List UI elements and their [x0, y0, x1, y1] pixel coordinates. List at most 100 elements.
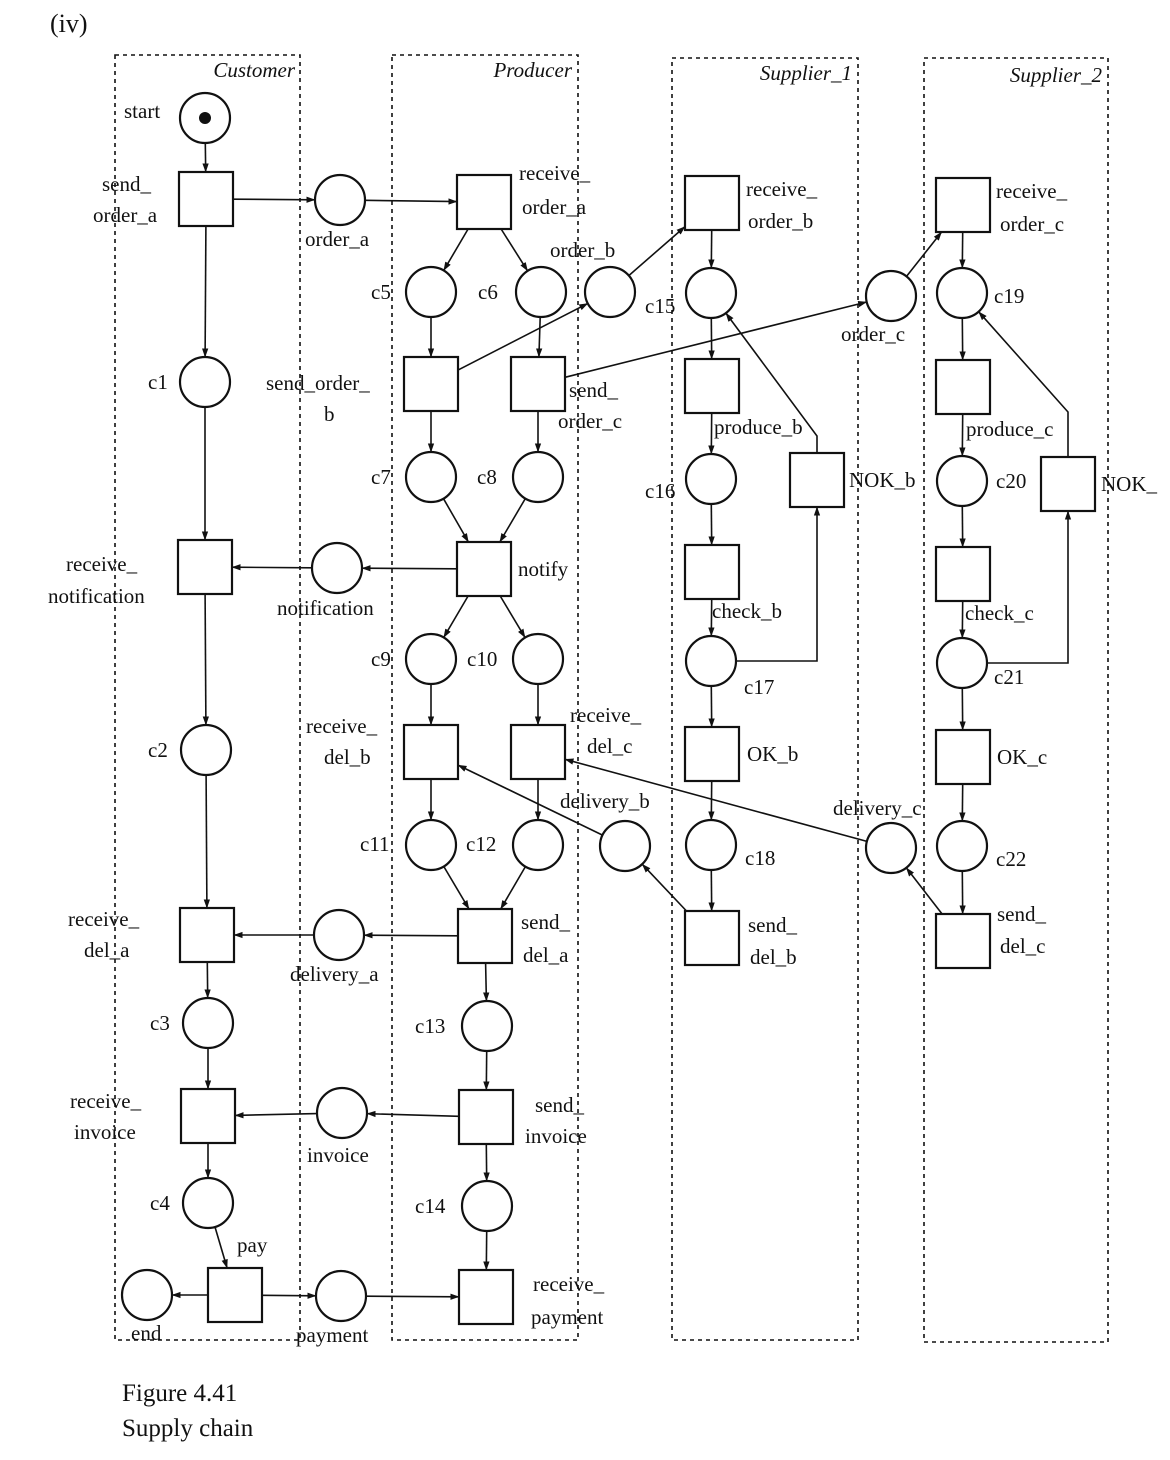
arc-c8-to-notify [499, 498, 526, 543]
place-label-order-b: order_b [550, 238, 615, 262]
place-label-c15: c15 [645, 294, 675, 318]
place-label-c8: c8 [477, 465, 497, 489]
place-c9 [404, 632, 458, 686]
transition-label-receive-del-c: receive_ [570, 703, 642, 727]
transition-label-produce-c: produce_c [966, 417, 1053, 441]
transition-NOK-b [788, 451, 846, 509]
transition-NOK-c [1039, 455, 1097, 513]
transition-label-send-order-c: order_c [558, 409, 622, 433]
transition-label-receive-order-c: order_c [1000, 212, 1064, 236]
transition-label-NOK-c: NOK_ [1101, 472, 1157, 496]
place-c19 [935, 266, 989, 320]
transition-label-receive-notification: receive_ [66, 552, 138, 576]
place-label-c22: c22 [996, 847, 1026, 871]
place-label-c4: c4 [150, 1191, 170, 1215]
transition-label-check-c: check_c [965, 601, 1034, 625]
transition-label-send-del-b: send_ [748, 913, 797, 937]
transition-label-OK-b: OK_b [747, 742, 798, 766]
place-label-c7: c7 [371, 465, 391, 489]
transition-label-receive-del-a: receive_ [68, 907, 140, 931]
transition-label-send-del-a: send_ [521, 910, 570, 934]
transition-label-notify: notify [518, 557, 569, 581]
place-label-c9: c9 [371, 647, 391, 671]
transition-label-NOK-b: NOK_b [849, 468, 916, 492]
transition-OK-c [934, 728, 992, 786]
transition-receive-del-b [402, 723, 460, 781]
arc-order-a-to-receive-order-a [364, 198, 458, 205]
transition-label-receive-order-c: receive_ [996, 179, 1068, 203]
transition-receive-order-c [934, 176, 992, 234]
arc-c21-to-NOK-c [987, 510, 1072, 664]
arc-c2-to-receive-del-a [203, 774, 210, 909]
transition-label-check-b: check_b [712, 599, 782, 623]
lane-title-supplier-2: Supplier_2 [1010, 63, 1103, 87]
transition-receive-del-c [509, 723, 567, 781]
arc-c11-to-send-del-a [443, 866, 470, 910]
transition-label-receive-order-b: receive_ [746, 177, 818, 201]
place-payment [314, 1269, 368, 1323]
transition-notify [455, 540, 513, 598]
transition-label-send-order-c: send_ [569, 378, 618, 402]
place-c8 [511, 450, 565, 504]
arc-receive-order-a-to-c6 [500, 228, 529, 272]
transition-label-receive-del-c: del_c [587, 734, 632, 758]
transition-check-c [934, 545, 992, 603]
place-delivery-c [864, 821, 918, 875]
place-c3 [181, 996, 235, 1050]
place-label-order-a: order_a [305, 227, 370, 251]
place-c1 [178, 355, 232, 409]
lane-title-producer: Producer [492, 58, 572, 82]
transition-label-produce-b: produce_b [714, 415, 803, 439]
transition-send-order-a [177, 170, 235, 228]
transition-produce-b [683, 357, 741, 415]
place-label-delivery-a: delivery_a [290, 962, 379, 986]
arc-c7-to-notify [442, 498, 470, 543]
place-order-a [313, 173, 367, 227]
place-c17 [684, 634, 738, 688]
transition-OK-b [683, 725, 741, 783]
arc-invoice-to-receive-invoice [234, 1112, 318, 1119]
arc-payment-to-receive-payment [365, 1293, 460, 1300]
transition-receive-order-b [683, 174, 741, 232]
arc-delivery-b-to-receive-del-b [457, 764, 603, 836]
lane-producer [391, 54, 579, 1341]
transition-receive-del-a [178, 906, 236, 964]
transition-produce-c [934, 358, 992, 416]
lane-title-customer: Customer [213, 58, 296, 82]
transition-label-OK-c: OK_c [997, 745, 1047, 769]
place-label-c19: c19 [994, 284, 1024, 308]
transition-label-receive-invoice: invoice [74, 1120, 136, 1144]
transition-label-receive-invoice: receive_ [70, 1089, 142, 1113]
transition-send-del-c [934, 912, 992, 970]
place-notification [310, 541, 364, 595]
transition-check-b [683, 543, 741, 601]
place-c12 [511, 818, 565, 872]
arc-order-c-to-receive-order-c [905, 231, 943, 277]
place-label-c16: c16 [645, 479, 675, 503]
figure-title: Supply chain [122, 1415, 254, 1442]
place-c4 [181, 1176, 235, 1230]
arc-send-del-a-to-delivery-a [363, 932, 459, 939]
arc-send-del-c-to-delivery-c [905, 867, 943, 915]
transition-label-receive-payment: receive_ [533, 1272, 605, 1296]
arc-send-order-a-to-order-a [232, 196, 316, 203]
place-end [120, 1268, 174, 1322]
place-c18 [684, 818, 738, 872]
transition-label-send-order-b: b [324, 402, 335, 426]
arc-c4-to-pay [214, 1226, 228, 1269]
transition-label-send-invoice: invoice [525, 1124, 587, 1148]
place-c20 [935, 454, 989, 508]
place-label-c14: c14 [415, 1194, 446, 1218]
place-label-delivery-c: delivery_c [833, 796, 922, 820]
place-label-invoice: invoice [307, 1143, 369, 1167]
transition-receive-payment [457, 1268, 515, 1326]
arc-send-del-a-to-c13 [483, 962, 490, 1002]
lane-title-supplier-1: Supplier_1 [760, 61, 852, 85]
transition-send-del-b [683, 909, 741, 967]
place-label-c13: c13 [415, 1014, 445, 1038]
place-label-order-c: order_c [841, 322, 905, 346]
place-label-c18: c18 [745, 846, 775, 870]
place-c15 [684, 266, 738, 320]
place-label-c2: c2 [148, 738, 168, 762]
